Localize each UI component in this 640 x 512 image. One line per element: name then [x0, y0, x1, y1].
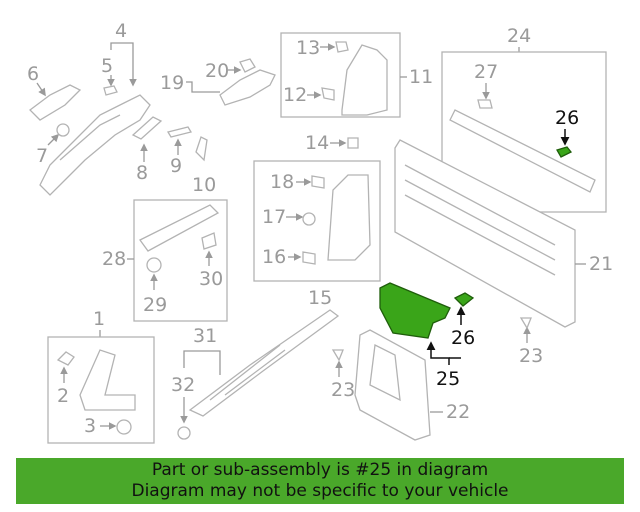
- callout-30: 30: [199, 268, 223, 290]
- group-15-box: 15 18 17 16: [253, 160, 381, 309]
- part-11-shape: [341, 44, 388, 116]
- callout-14: 14: [305, 132, 329, 154]
- callout-13: 13: [296, 37, 320, 59]
- info-banner: Part or sub-assembly is #25 in diagram D…: [16, 458, 624, 504]
- part-1-shape: [79, 349, 136, 411]
- clip-26-top-highlighted: [556, 146, 573, 158]
- callout-16: 16: [262, 246, 286, 268]
- panel-21-shape: [394, 139, 576, 328]
- group-28-box: 28 29 30: [102, 199, 228, 322]
- part-24-shape: [449, 109, 596, 193]
- callout-20: 20: [205, 60, 229, 82]
- banner-line-2: Diagram may not be specific to your vehi…: [131, 481, 509, 501]
- callout-6: 6: [27, 63, 39, 85]
- callout-17: 17: [262, 206, 286, 228]
- group-19-20: 19 20: [160, 58, 276, 106]
- callout-9: 9: [170, 155, 182, 177]
- group-22: 22 23: [331, 329, 470, 441]
- callout-18: 18: [270, 171, 294, 193]
- group-25-highlighted: 26 25: [379, 282, 475, 390]
- group-1-box: 1 2 3: [47, 308, 155, 444]
- callout-31: 31: [193, 325, 217, 347]
- callout-3: 3: [84, 415, 96, 437]
- callout-26-bottom: 26: [451, 327, 475, 349]
- part-19-shape: [219, 69, 276, 106]
- part-25-highlighted: [379, 282, 451, 339]
- callout-23-left: 23: [331, 379, 355, 401]
- callout-11: 11: [409, 66, 433, 88]
- callout-27: 27: [474, 61, 498, 83]
- group-24-box: 24 27 26: [441, 25, 607, 213]
- callout-22: 22: [446, 401, 470, 423]
- callout-1: 1: [93, 308, 105, 330]
- banner-line-1: Part or sub-assembly is #25 in diagram: [151, 460, 489, 480]
- callout-12: 12: [283, 84, 307, 106]
- callout-29: 29: [143, 294, 167, 316]
- parts-diagram: 4 5 6 7 8 9 10 19 20 11 13: [27, 20, 613, 444]
- callout-19: 19: [160, 72, 184, 94]
- group-21-panel: 21 23: [394, 139, 613, 367]
- callout-28: 28: [102, 248, 126, 270]
- callout-5: 5: [101, 55, 113, 77]
- callout-4: 4: [115, 20, 127, 42]
- callout-24: 24: [507, 25, 531, 47]
- part-15-shape: [327, 174, 371, 261]
- callout-8: 8: [136, 162, 148, 184]
- callout-32: 32: [171, 374, 195, 396]
- callout-25: 25: [436, 368, 460, 390]
- group-14: 14: [305, 132, 359, 154]
- callout-23-right: 23: [519, 345, 543, 367]
- group-4-pillar-trim: 4 5 6 7 8 9 10: [27, 20, 216, 196]
- callout-21: 21: [589, 253, 613, 275]
- callout-15: 15: [308, 287, 332, 309]
- callout-2: 2: [57, 385, 69, 407]
- clip-26-bottom-highlighted: [453, 292, 475, 307]
- callout-26-top: 26: [555, 107, 579, 129]
- group-31-32: 31 32: [171, 309, 340, 440]
- bracket-6-shape: [29, 84, 82, 121]
- part-31-shape: [188, 309, 340, 417]
- part-28-shape: [139, 204, 220, 252]
- callout-7: 7: [36, 145, 48, 167]
- callout-10: 10: [192, 174, 216, 196]
- pillar-trim-shape: [39, 94, 151, 196]
- group-11-box: 11 13 12: [280, 32, 433, 118]
